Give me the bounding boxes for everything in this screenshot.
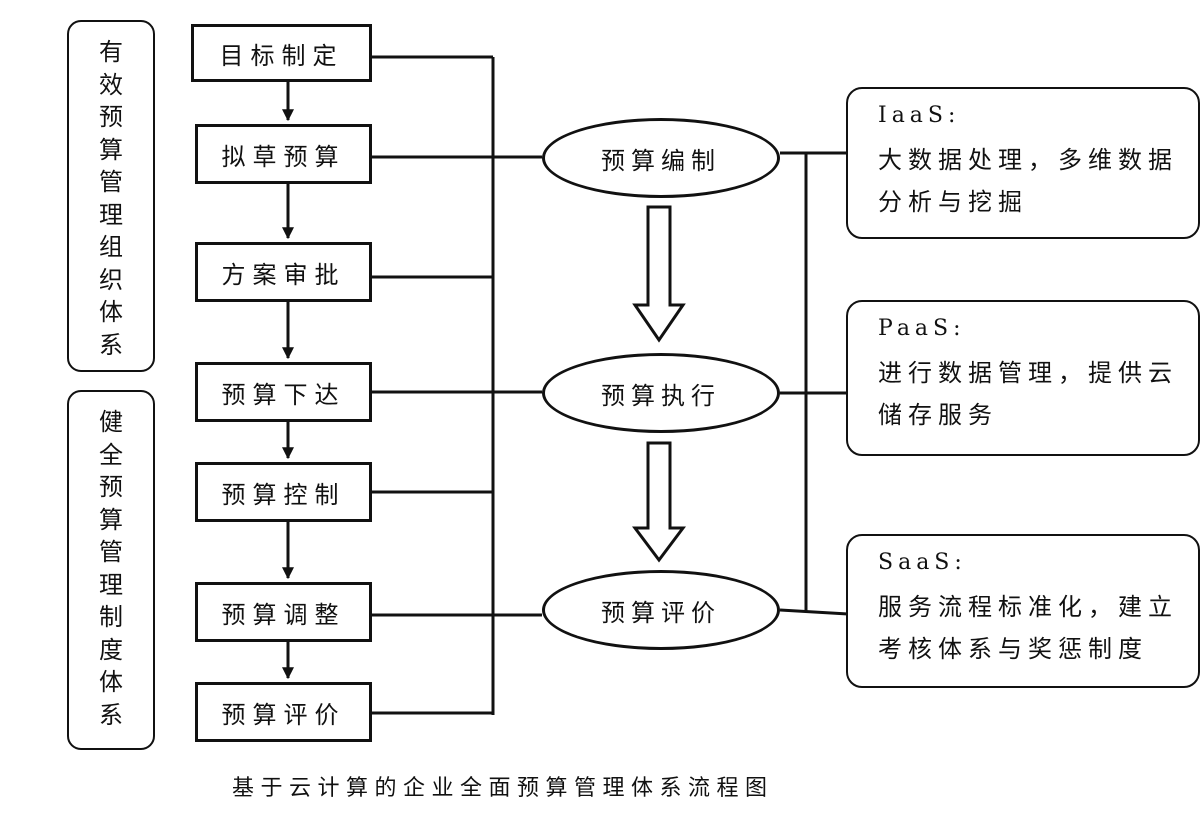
left-group-system: 健全预算管理制度体系 [67,390,155,750]
left-group-label: 健全预算管理制度体系 [99,408,123,729]
step-box: 目标制定 [191,24,372,82]
step-box: 预算下达 [195,362,372,422]
service-heading: SaaS: [878,550,967,575]
service-box-paas: PaaS: 进行数据管理，提供云 储存服务 [846,300,1200,456]
phase-ellipse: 预算评价 [542,570,780,650]
step-label: 目标制定 [219,41,344,70]
service-heading: PaaS: [878,316,966,341]
phase-label: 预算执行 [601,381,721,410]
service-description: 分析与挖掘 [878,188,1028,216]
phase-label: 预算评价 [601,598,721,627]
step-label: 拟草预算 [221,142,346,171]
step-label: 预算控制 [221,480,346,509]
service-description: 大数据处理，多维数据 [878,146,1178,174]
step-box: 拟草预算 [195,124,372,184]
diagram-caption: 基于云计算的企业全面预算管理体系流程图 [232,776,774,801]
service-heading: IaaS: [878,103,961,128]
service-description: 储存服务 [878,401,998,429]
service-box-iaas: IaaS: 大数据处理，多维数据 分析与挖掘 [846,87,1200,239]
service-description: 考核体系与奖惩制度 [878,635,1148,663]
phase-ellipse: 预算执行 [542,353,780,433]
left-group-organization: 有效预算管理组织体系 [67,20,155,372]
step-box: 预算控制 [195,462,372,522]
step-label: 预算评价 [221,700,346,729]
step-label: 预算下达 [221,380,346,409]
hollow-arrow [632,205,686,343]
step-box: 方案审批 [195,242,372,302]
phase-ellipse: 预算编制 [542,118,780,198]
service-description: 进行数据管理，提供云 [878,359,1178,387]
step-box: 预算调整 [195,582,372,642]
step-label: 预算调整 [221,600,346,629]
service-description: 服务流程标准化，建立 [878,593,1178,621]
hollow-arrow [632,441,686,563]
step-box: 预算评价 [195,682,372,742]
left-group-label: 有效预算管理组织体系 [99,38,123,359]
service-box-saas: SaaS: 服务流程标准化，建立 考核体系与奖惩制度 [846,534,1200,688]
phase-label: 预算编制 [601,146,721,175]
step-label: 方案审批 [221,260,346,289]
